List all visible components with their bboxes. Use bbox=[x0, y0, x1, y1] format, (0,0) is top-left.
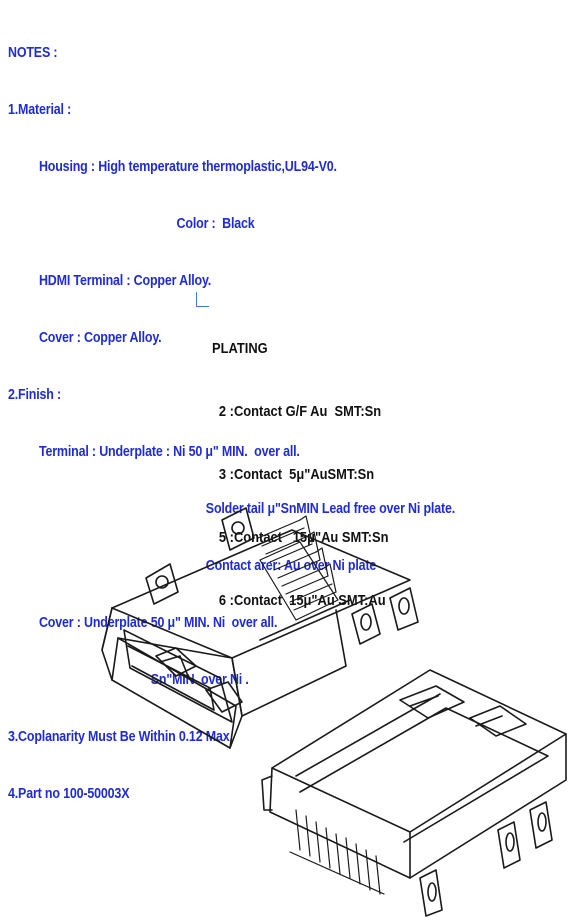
hdmi-terminal-note: HDMI Terminal : Copper Alloy. bbox=[38, 273, 212, 289]
housing-note: Housing : High temperature thermoplastic… bbox=[38, 159, 337, 175]
connector-top-view bbox=[101, 507, 419, 749]
material-heading: 1.Material : bbox=[8, 102, 72, 118]
cover-finish-note: Cover : Underplate 50 μ" MIN. Ni over al… bbox=[38, 615, 278, 631]
plating-row: 2 :Contact G/F Au SMT:Sn bbox=[218, 403, 382, 420]
cover-note: Cover : Copper Alloy. bbox=[38, 330, 162, 346]
finish-heading: 2.Finish : bbox=[8, 387, 62, 403]
plating-row: 3 :Contact 5μ"AuSMT:Sn bbox=[218, 466, 375, 483]
connector-bottom-view bbox=[261, 669, 567, 917]
coplanarity-note: 3.Coplanarity Must Be Within 0.12 Max. bbox=[8, 729, 233, 745]
part-no-note: 4.Part no 100-50003X bbox=[8, 786, 130, 802]
terminal-finish-note: Terminal : Underplate : Ni 50 μ" MIN. ov… bbox=[38, 444, 300, 460]
plating-title: PLATING bbox=[212, 340, 268, 357]
housing-color-note: Color : Black bbox=[176, 216, 255, 232]
notes-block: NOTES : 1.Material : Housing : High temp… bbox=[8, 6, 498, 823]
notes-heading: NOTES : bbox=[8, 45, 58, 61]
connector-isometric-drawing bbox=[101, 507, 567, 917]
plating-leader-mark bbox=[196, 292, 209, 307]
